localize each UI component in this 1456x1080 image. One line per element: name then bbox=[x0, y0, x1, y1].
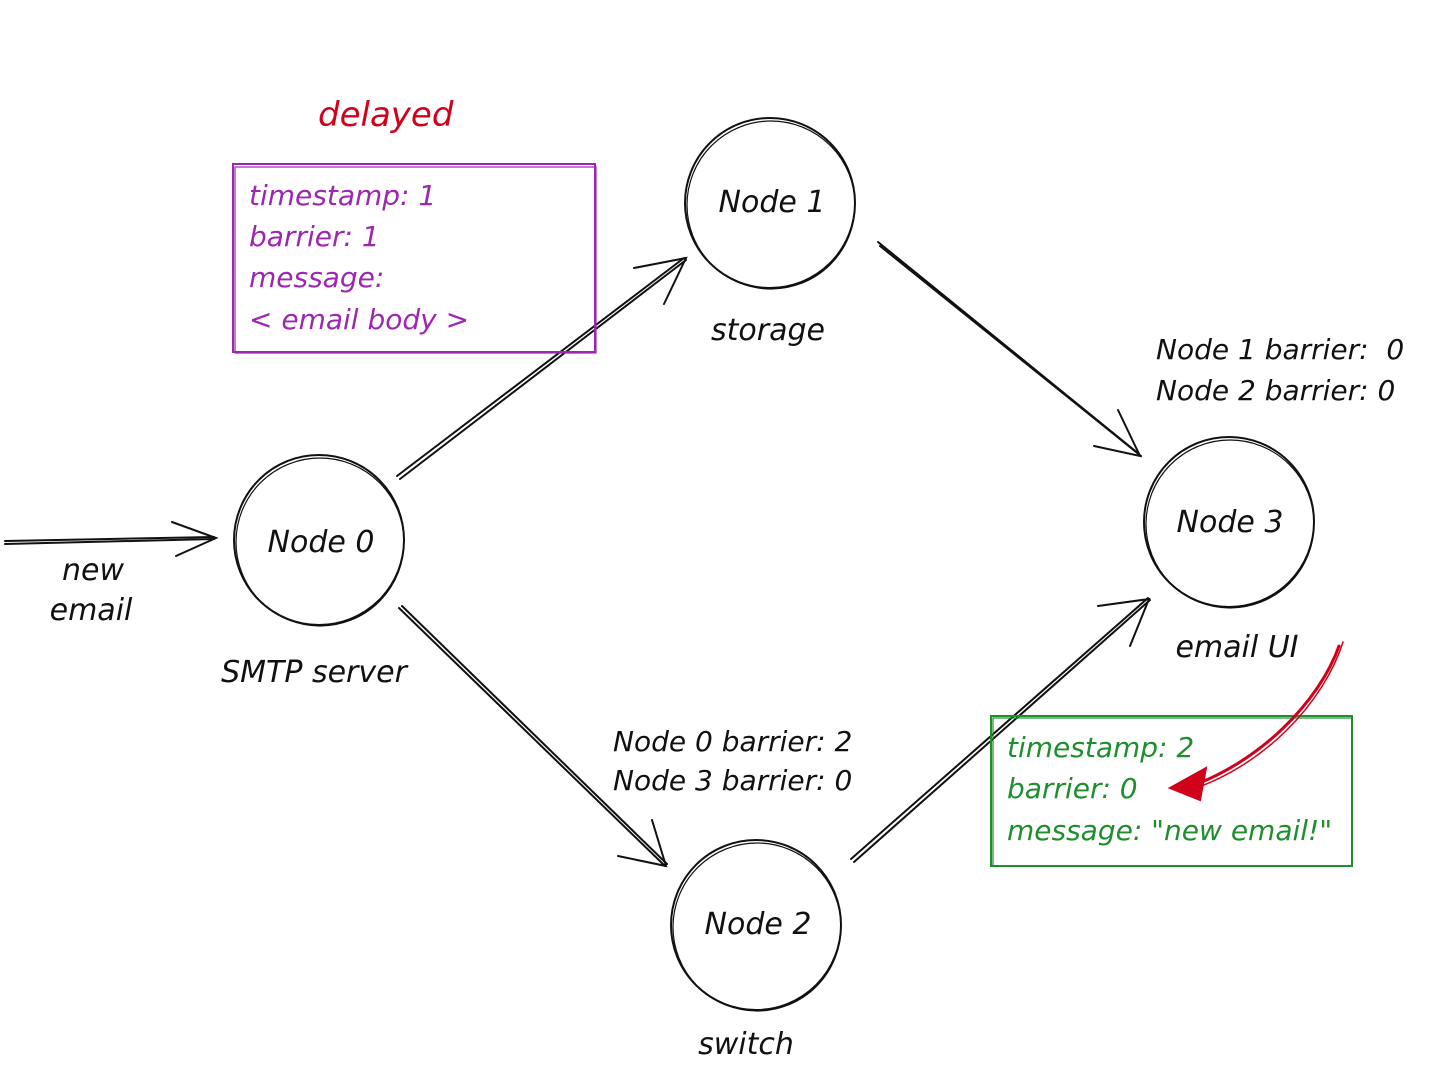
node-2-caption: switch bbox=[698, 1027, 794, 1062]
input-label-line1: new bbox=[62, 553, 124, 588]
node-2: Node 2 bbox=[670, 839, 842, 1012]
node-0: Node 0 bbox=[233, 454, 405, 627]
node-3-caption: email UI bbox=[1175, 630, 1298, 665]
node-0-caption: SMTP server bbox=[221, 655, 409, 690]
node-2-label: Node 2 bbox=[705, 907, 812, 942]
edge-input-to-node0 bbox=[4, 521, 219, 557]
delayed-label: delayed bbox=[318, 95, 454, 135]
barrier-node0: Node 0 barrier: 2 bbox=[613, 725, 852, 758]
edge-node2-to-node3 bbox=[850, 597, 1151, 863]
new-timestamp: timestamp: 2 bbox=[1007, 731, 1194, 764]
node-1: Node 1 bbox=[684, 117, 856, 290]
edge-node1-to-node3 bbox=[877, 241, 1142, 458]
new-barrier: barrier: 0 bbox=[1007, 772, 1138, 805]
delayed-timestamp: timestamp: 1 bbox=[249, 179, 436, 212]
barriers-node2: Node 0 barrier: 2 Node 3 barrier: 0 bbox=[613, 725, 852, 797]
barrier-node3: Node 3 barrier: 0 bbox=[613, 764, 852, 797]
node-1-caption: storage bbox=[711, 313, 825, 348]
node-0-label: Node 0 bbox=[268, 525, 375, 560]
message-box-new: timestamp: 2 barrier: 0 message: "new em… bbox=[990, 715, 1353, 867]
input-label-line2: email bbox=[50, 593, 133, 628]
delayed-message-key: message: bbox=[249, 261, 384, 294]
node-3-label: Node 3 bbox=[1177, 505, 1284, 540]
barrier-node1: Node 1 barrier: 0 bbox=[1156, 333, 1404, 366]
edge-node0-to-node2 bbox=[398, 605, 668, 868]
message-box-delayed: timestamp: 1 barrier: 1 message: < email… bbox=[232, 163, 597, 354]
edges bbox=[4, 241, 1151, 868]
node-1-label: Node 1 bbox=[719, 185, 826, 220]
barriers-node3: Node 1 barrier: 0 Node 2 barrier: 0 bbox=[1156, 333, 1404, 407]
edge-node0-to-node1 bbox=[396, 256, 688, 480]
barrier-node2: Node 2 barrier: 0 bbox=[1156, 374, 1395, 407]
node-3: Node 3 bbox=[1143, 436, 1315, 609]
delayed-message-body: < email body > bbox=[249, 303, 469, 336]
red-arrow bbox=[1167, 641, 1344, 802]
delayed-barrier: barrier: 1 bbox=[249, 220, 380, 253]
new-message: message: "new email!" bbox=[1007, 814, 1332, 847]
